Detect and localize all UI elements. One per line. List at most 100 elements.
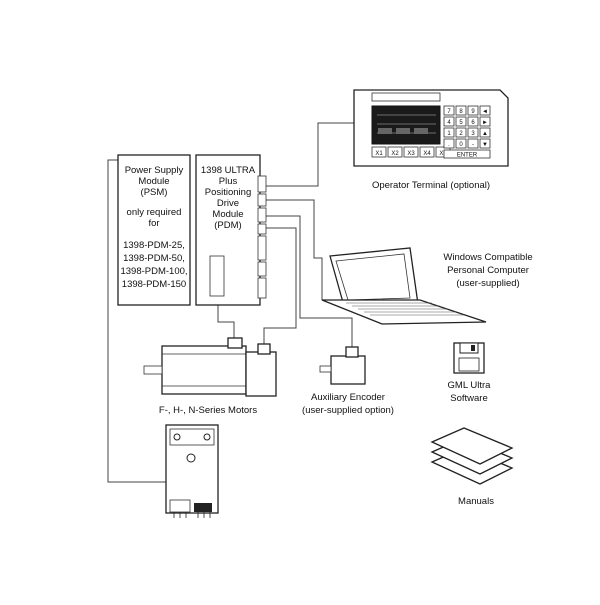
pdm-front-connector — [209, 255, 225, 297]
encoder-line-1: (user-supplied option) — [302, 405, 394, 416]
motor-power-cable — [217, 300, 235, 340]
key-8-label: 8 — [459, 109, 463, 115]
operator-terminal-caption: Operator Terminal (optional) — [372, 180, 490, 191]
terminal-screen — [371, 105, 441, 145]
key-minus-label: - — [472, 142, 474, 148]
key-6-label: 6 — [471, 120, 475, 126]
laptop-screen — [335, 253, 411, 301]
bottom-module-top-bracket — [169, 428, 215, 446]
key-7-label: 7 — [447, 109, 451, 115]
key-2-label: 2 — [459, 131, 463, 137]
terminal-cable — [265, 122, 354, 187]
key-enter-label: ENTER — [457, 153, 478, 159]
psm-line-5: for — [148, 218, 159, 229]
fkey-x2-label: X2 — [391, 151, 399, 157]
encoder-connector — [345, 346, 359, 358]
software-line-1: Software — [450, 393, 488, 404]
encoder-cable — [265, 215, 353, 348]
gml-software: GML Ultra Software — [448, 342, 492, 404]
key-minus[interactable] — [467, 138, 479, 149]
terminal-screen-rows — [377, 114, 436, 134]
key-dot-label: . — [448, 142, 450, 148]
fkey-x3[interactable] — [403, 146, 419, 158]
fkey-x1-label: X1 — [375, 151, 383, 157]
key-9-label: 9 — [471, 109, 475, 115]
psm-box — [117, 154, 191, 306]
psm-line-4: only required — [127, 207, 182, 218]
fkey-x4-label: X4 — [423, 151, 431, 157]
key-up[interactable] — [479, 127, 491, 138]
operator-terminal: X1 X2 X3 X4 X5 7 8 9 ◄ — [353, 89, 509, 191]
fkey-x4[interactable] — [419, 146, 435, 158]
pdm-line-5: (PDM) — [214, 220, 241, 231]
key-right[interactable] — [479, 116, 491, 127]
motors-caption: F-, H-, N-Series Motors — [159, 405, 257, 416]
psm-line-2: (PSM) — [141, 187, 168, 198]
auxiliary-encoder: Auxiliary Encoder (user-supplied option) — [302, 346, 394, 416]
servo-motor: F-, H-, N-Series Motors — [143, 337, 277, 416]
personal-computer: Windows Compatible Personal Computer (us… — [321, 247, 533, 325]
encoder-shaft — [319, 365, 332, 373]
key-3-label: 3 — [471, 131, 475, 137]
key-7[interactable] — [443, 105, 455, 116]
key-down-label: ▼ — [482, 142, 488, 148]
key-5[interactable] — [455, 116, 467, 127]
key-8[interactable] — [455, 105, 467, 116]
key-left[interactable] — [479, 105, 491, 116]
key-2[interactable] — [455, 127, 467, 138]
terminal-function-keys: X1 X2 X3 X4 X5 — [371, 146, 451, 158]
mount-hole-icon — [173, 433, 181, 441]
key-0-label: 0 — [459, 142, 463, 148]
key-down[interactable] — [479, 138, 491, 149]
key-up-label: ▲ — [482, 131, 488, 137]
key-right-label: ► — [482, 120, 488, 126]
motor-power-connector — [227, 337, 243, 349]
bottom-module-terminal-right — [194, 503, 212, 512]
pdm-line-1: Plus — [219, 176, 238, 187]
psm-line-6: 1398-PDM-25, — [123, 240, 185, 251]
pc-cable — [265, 199, 323, 300]
pc-line-2: (user-supplied) — [456, 278, 519, 289]
motor-feedback-connector — [257, 343, 271, 355]
fkey-x3-label: X3 — [407, 151, 415, 157]
power-supply-module: Power Supply Module (PSM) only required … — [117, 154, 191, 306]
key-3[interactable] — [467, 127, 479, 138]
key-1[interactable] — [443, 127, 455, 138]
motor-body — [161, 345, 247, 395]
cables — [107, 122, 354, 483]
psm-line-7: 1398-PDM-50, — [123, 253, 185, 264]
encoder-body — [330, 355, 366, 385]
fkey-x2[interactable] — [387, 146, 403, 158]
fkey-x5-label: X5 — [439, 151, 447, 157]
pdm-side-connectors — [257, 175, 267, 299]
positioning-drive-module: 1398 ULTRA Plus Positioning Drive Module… — [195, 154, 267, 306]
psm-cable — [107, 159, 166, 483]
terminal-keypad: 7 8 9 ◄ 4 5 6 ► 1 2 3 ▲ . 0 - ▼ ENTER — [443, 105, 491, 159]
pc-line-1: Personal Computer — [447, 265, 529, 276]
fkey-x1[interactable] — [371, 146, 387, 158]
key-5-label: 5 — [459, 120, 463, 126]
software-line-0: GML Ultra — [448, 380, 492, 391]
pc-line-0: Windows Compatible — [443, 252, 532, 263]
manuals-caption: Manuals — [458, 496, 494, 507]
manuals: Manuals — [430, 427, 514, 507]
key-6[interactable] — [467, 116, 479, 127]
key-enter[interactable] — [443, 149, 491, 159]
key-dot[interactable] — [443, 138, 455, 149]
bottom-module-terminal-left — [169, 499, 191, 513]
pdm-line-3: Drive — [217, 198, 239, 209]
pdm-line-0: 1398 ULTRA — [201, 165, 256, 176]
laptop-keyboard — [346, 302, 464, 316]
key-4[interactable] — [443, 116, 455, 127]
key-4-label: 4 — [447, 120, 451, 126]
bottom-power-module — [165, 424, 219, 518]
encoder-line-0: Auxiliary Encoder — [311, 392, 385, 403]
psm-line-1: Module — [138, 176, 169, 187]
key-0[interactable] — [455, 138, 467, 149]
terminal-label-strip — [371, 92, 441, 102]
psm-line-9: 1398-PDM-150 — [122, 279, 186, 290]
key-9[interactable] — [467, 105, 479, 116]
motor-shaft — [143, 365, 163, 375]
psm-line-8: 1398-PDM-100, — [120, 266, 187, 277]
